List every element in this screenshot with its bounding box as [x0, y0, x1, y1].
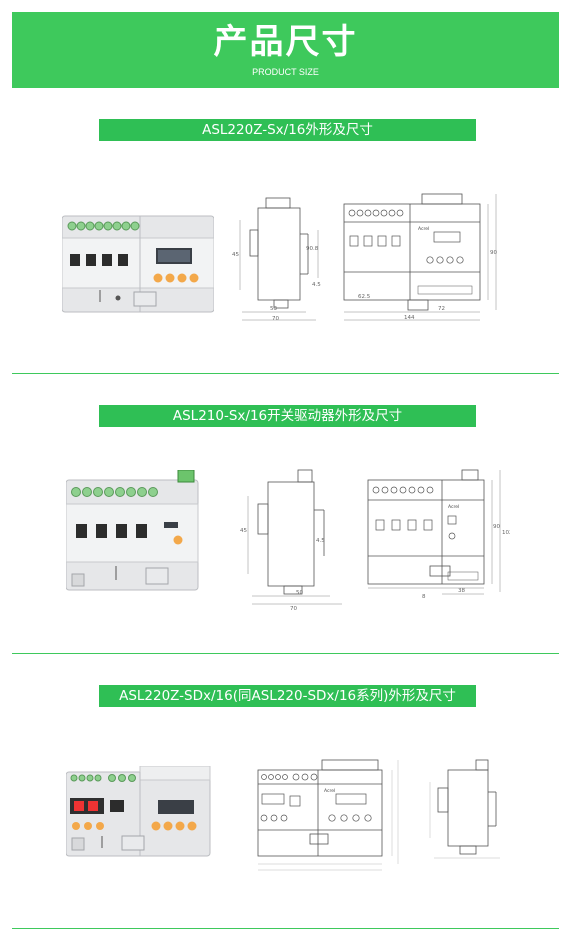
section-1-front-view-drawing: Acrel 90 72 144 62.5 — [343, 193, 497, 321]
section-2-side-height-dim: 45 — [240, 528, 247, 534]
section-3-label: ASL220Z-SDx/16(同ASL220-SDx/16系列)外形及尺寸 — [99, 685, 476, 707]
section-2-product-photo — [66, 470, 199, 591]
section-3-front-view-drawing: Acrel — [257, 759, 399, 871]
section-1-side-width-dim: 53 — [270, 306, 277, 312]
section-2-front-height2-dim: 102 — [502, 530, 510, 536]
section-1-divider — [12, 373, 559, 374]
section-1-front-height-dim: 90 — [490, 250, 497, 256]
section-2-front-view-drawing: Acrel 90 102 8 38 — [367, 469, 510, 600]
section-1-side-total-dim: 70 — [272, 316, 279, 322]
product-size-banner: 产品尺寸 PRODUCT SIZE — [12, 12, 559, 88]
page-title: 产品尺寸 — [213, 22, 358, 62]
section-2-side-total-dim: 70 — [290, 606, 297, 610]
section-2-side-clip-dim: 4.5 — [316, 538, 325, 544]
section-1-brand-text: Acrel — [418, 226, 429, 232]
section-1-side-height-dim: 45 — [232, 252, 239, 258]
section-3-divider — [12, 928, 559, 929]
section-3-brand-text: Acrel — [324, 788, 335, 794]
section-1-side-depth-dim: 90.8 — [306, 246, 319, 252]
page-subtitle: PRODUCT SIZE — [252, 67, 319, 77]
section-2-front-half-width-dim: 38 — [458, 588, 465, 594]
section-2-front-width-dim: 8 — [422, 594, 426, 600]
section-1-label: ASL220Z-Sx/16外形及尺寸 — [99, 119, 476, 141]
section-2-divider — [12, 653, 559, 654]
section-1-product-photo — [62, 215, 214, 313]
section-1-front-half-width-dim: 72 — [438, 306, 445, 312]
section-1-front-width-dim: 144 — [404, 315, 415, 321]
section-2-brand-text: Acrel — [448, 504, 459, 510]
section-2-front-height-dim: 90 — [493, 524, 500, 530]
section-1-front-mid-dim: 62.5 — [358, 294, 371, 300]
section-1-side-clip-dim: 4.5 — [312, 282, 321, 288]
section-2-label: ASL210-Sx/16开关驱动器外形及尺寸 — [99, 405, 476, 427]
section-1-side-view-drawing: 45 53 70 90.8 4.5 — [232, 197, 321, 322]
section-3-side-view-drawing — [429, 759, 500, 859]
section-2-side-width-dim: 50 — [296, 590, 303, 596]
section-3-product-photo — [66, 766, 211, 857]
section-2-side-view-drawing: 45 50 70 4.5 — [240, 469, 342, 610]
